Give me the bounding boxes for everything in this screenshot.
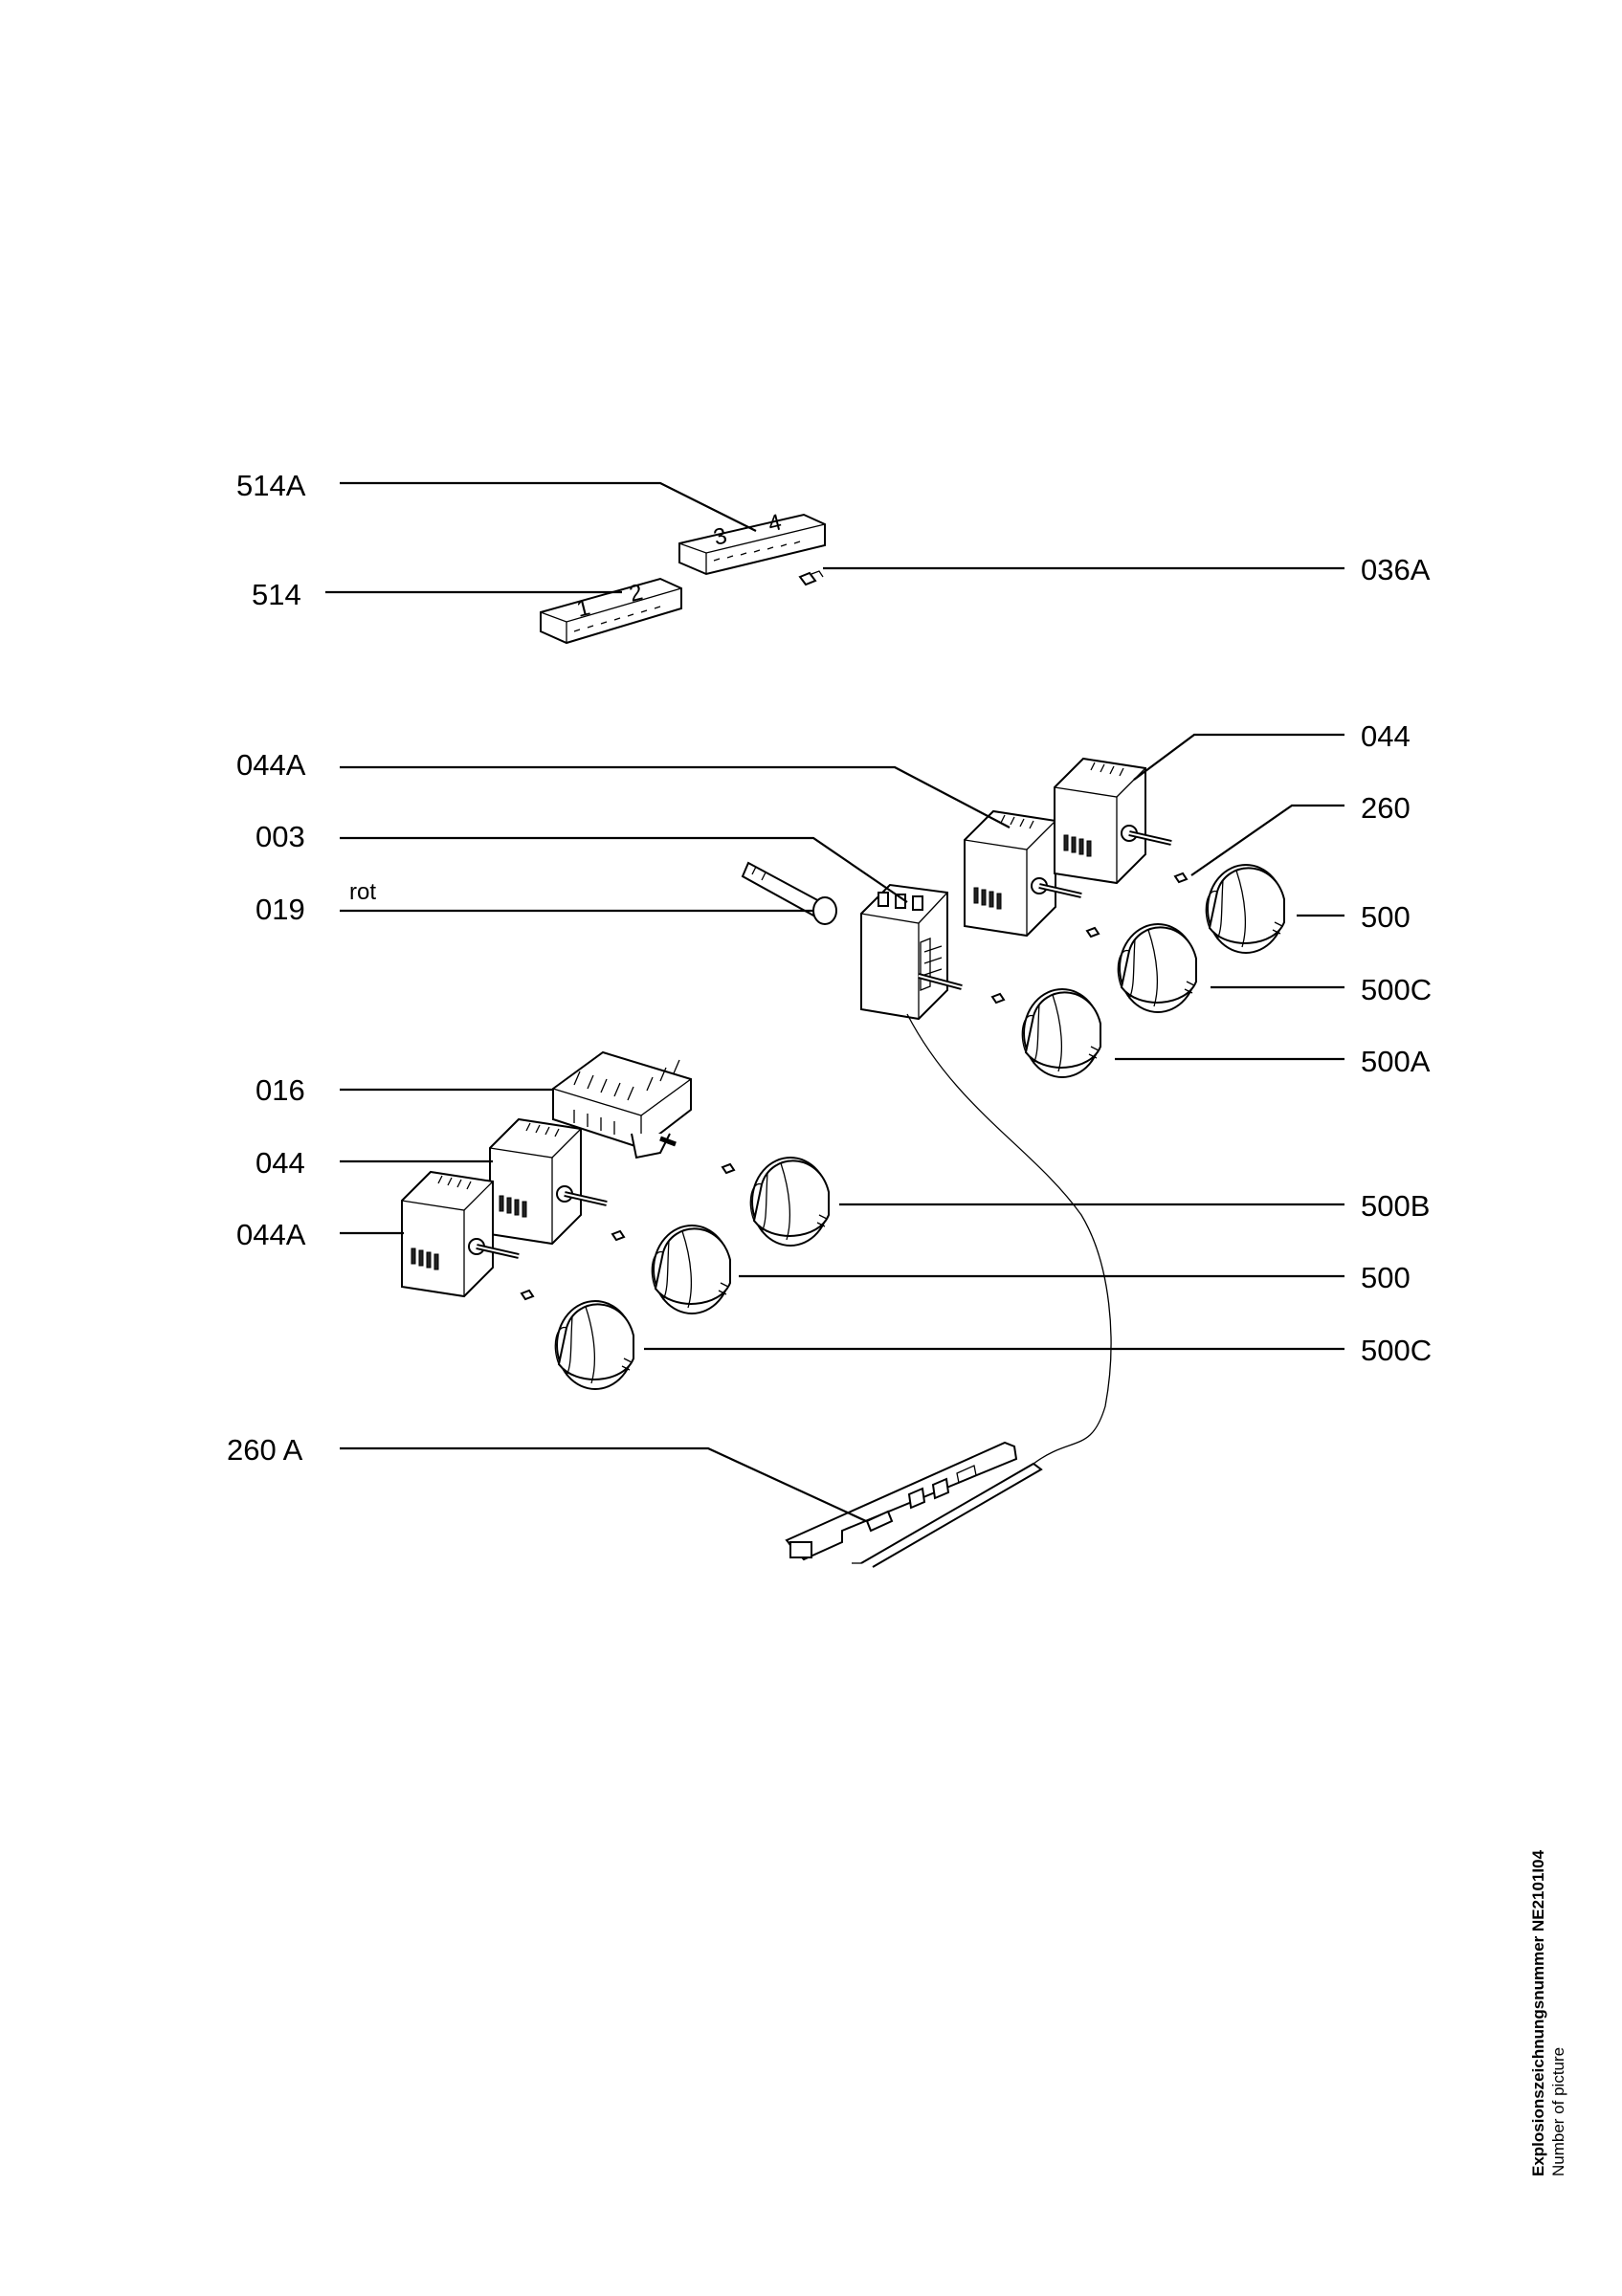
energy-regulator-044-top xyxy=(1055,759,1171,883)
terminal-block-514: 1 2 xyxy=(540,577,682,645)
label-003: 003 xyxy=(256,820,305,853)
label-044A-top: 044A xyxy=(236,748,306,782)
knob-500C-top xyxy=(1117,923,1197,1013)
label-036A: 036A xyxy=(1361,553,1431,586)
label-500-bottom: 500 xyxy=(1361,1261,1411,1294)
knob-500-top xyxy=(1205,864,1285,954)
knob-500B xyxy=(749,1157,830,1247)
label-044-top: 044 xyxy=(1361,719,1411,753)
label-260: 260 xyxy=(1361,791,1411,825)
label-260A: 260 A xyxy=(227,1433,303,1467)
label-500C-bottom: 500C xyxy=(1361,1334,1432,1367)
leader-lines xyxy=(325,481,1344,1522)
knob-500A xyxy=(1021,988,1101,1078)
lamp-019 xyxy=(741,861,837,925)
label-514: 514 xyxy=(252,578,301,611)
clip-036A xyxy=(798,570,824,586)
terminal-block-514A: 3 4 xyxy=(678,509,826,576)
svg-text:4: 4 xyxy=(766,509,784,537)
label-019: 019 xyxy=(256,893,305,926)
label-500-top: 500 xyxy=(1361,900,1411,934)
knob-500-bottom xyxy=(651,1225,731,1314)
selector-switch-003 xyxy=(860,883,963,1021)
connection-wire xyxy=(906,1013,1112,1465)
number-of-picture-caption: Number of picture xyxy=(1549,2046,1567,2176)
label-500C-top: 500C xyxy=(1361,973,1432,1006)
terminal-strip-016 xyxy=(552,1050,692,1159)
energy-regulator-044-bottom xyxy=(490,1119,607,1244)
part-labels: 514A 514 036A 044A 003 019 rot 044 260 5… xyxy=(227,469,1432,1467)
knob-500C-bottom xyxy=(554,1300,634,1390)
label-044A-bottom: 044A xyxy=(236,1218,306,1251)
svg-text:2: 2 xyxy=(627,579,645,607)
label-016: 016 xyxy=(256,1073,305,1107)
label-500A: 500A xyxy=(1361,1045,1431,1078)
label-514A: 514A xyxy=(236,469,306,502)
bracket-260A xyxy=(785,1441,1043,1568)
drawing-number-caption: Explosionszeichnungsnummer NE2101I04 xyxy=(1529,1849,1547,2176)
svg-text:1: 1 xyxy=(574,594,592,622)
svg-text:3: 3 xyxy=(711,522,729,550)
label-rot: rot xyxy=(349,879,376,905)
label-500B: 500B xyxy=(1361,1189,1430,1223)
label-044-bottom: 044 xyxy=(256,1146,305,1180)
